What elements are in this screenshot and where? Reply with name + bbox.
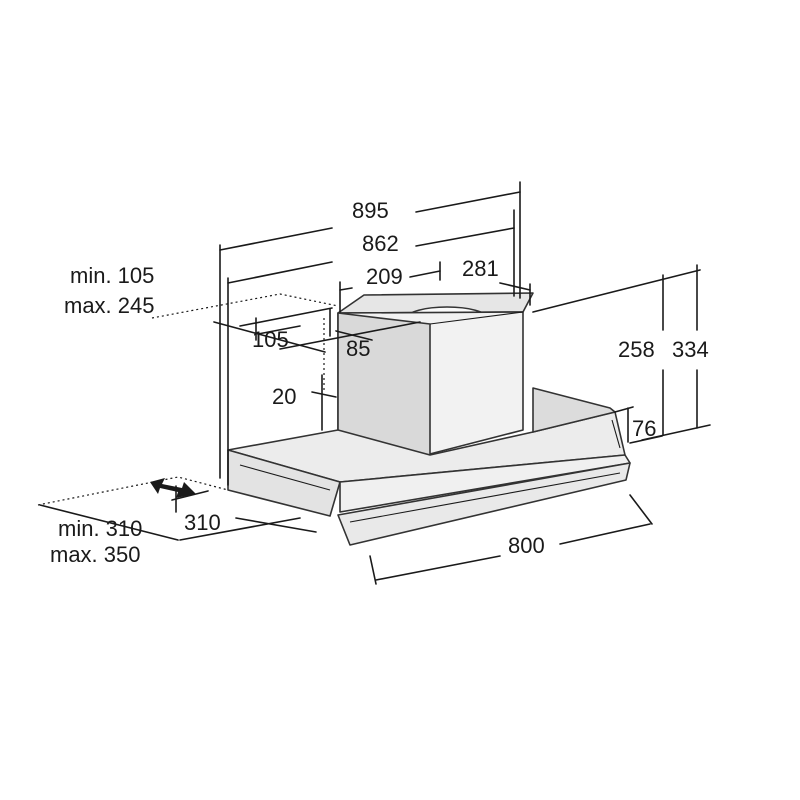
dim-105: 105 <box>252 327 289 352</box>
slide-arrow-icon <box>150 478 196 498</box>
dim-76: 76 <box>632 416 656 441</box>
dim-334: 334 <box>672 337 709 362</box>
hood-illustration <box>227 292 631 546</box>
dim-310: 310 <box>184 510 221 535</box>
dim-209: 209 <box>366 264 403 289</box>
dim-20: 20 <box>272 384 296 409</box>
dimension-labels: 895 862 209 281 min. 105 max. 245 105 85… <box>50 198 709 567</box>
dim-85: 85 <box>346 336 370 361</box>
dim-min-310: min. 310 <box>58 516 142 541</box>
dim-281: 281 <box>462 256 499 281</box>
hood-visor <box>337 462 631 546</box>
dim-862: 862 <box>362 231 399 256</box>
dimension-lines <box>37 181 711 585</box>
dim-800: 800 <box>508 533 545 558</box>
dim-258: 258 <box>618 337 655 362</box>
dim-min-105: min. 105 <box>70 263 154 288</box>
dim-max-350: max. 350 <box>50 542 141 567</box>
dim-max-245: max. 245 <box>64 293 155 318</box>
dim-895: 895 <box>352 198 389 223</box>
